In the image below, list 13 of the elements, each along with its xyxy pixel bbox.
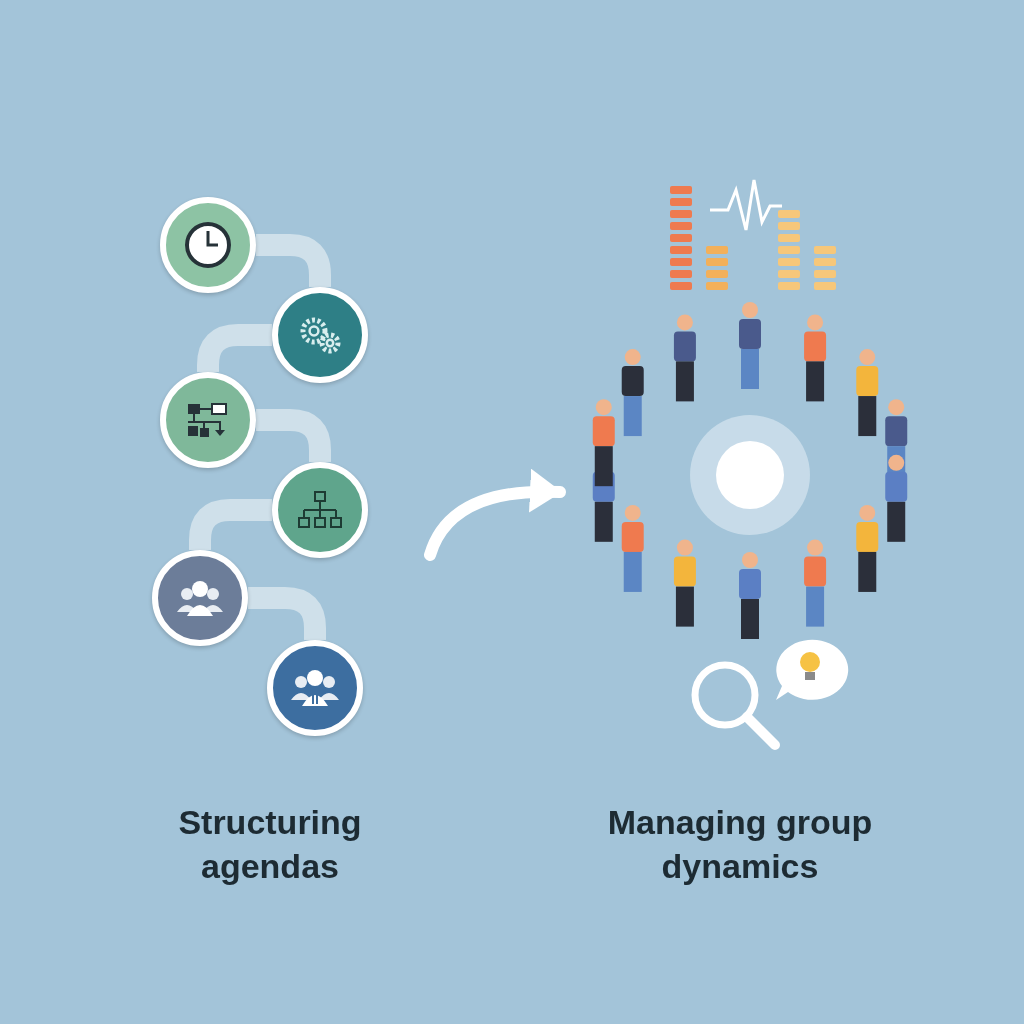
- connector-tube: [256, 234, 331, 287]
- connector-tube: [256, 409, 331, 462]
- section-heading: Structuring agendas: [177, 802, 363, 887]
- icon-circle: [272, 287, 368, 383]
- section-heading: Managing group dynamics: [606, 802, 874, 887]
- arrow: [424, 469, 566, 561]
- icon-circle: [160, 197, 256, 293]
- icon-circle: [152, 550, 248, 646]
- connector-tube: [248, 587, 326, 640]
- icon-circle: [272, 462, 368, 558]
- icon-circle: [267, 640, 363, 736]
- connector-tube: [189, 499, 272, 551]
- icon-circle: [160, 372, 256, 468]
